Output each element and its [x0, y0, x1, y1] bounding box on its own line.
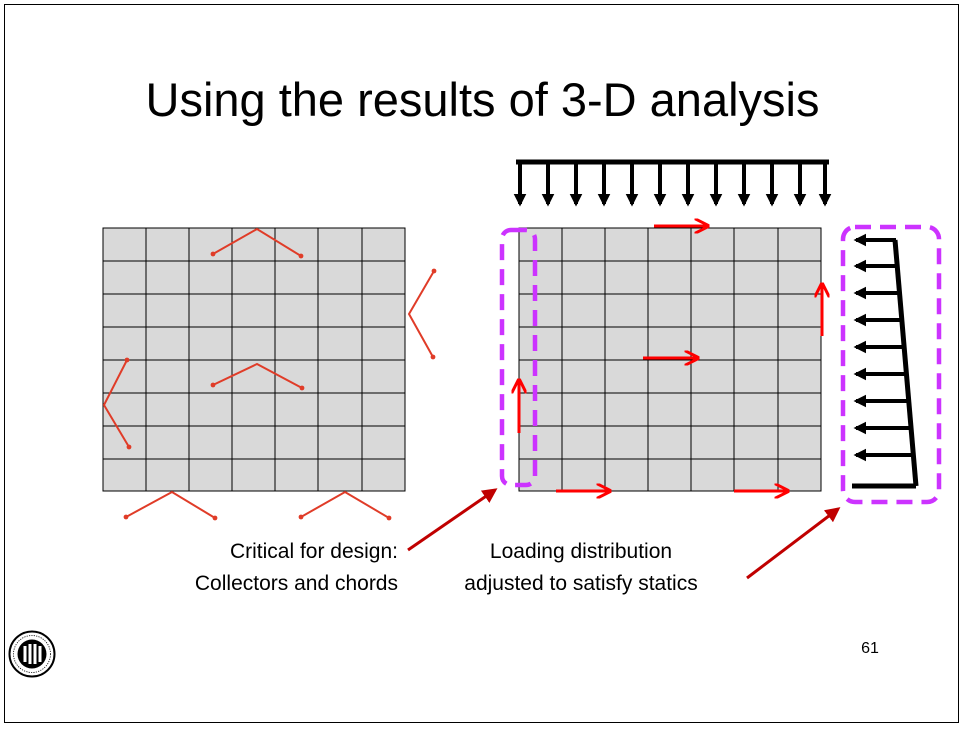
caption-pointer-arrows [407, 488, 841, 580]
right-collector-diagram [407, 270, 435, 358]
slide-title: Using the results of 3-D analysis [145, 73, 820, 126]
bottom-left-chord-diagram [125, 490, 216, 519]
caption-loading-line2: adjusted to satisfy statics [464, 572, 698, 595]
collector-diagram-endpoints [123, 251, 437, 521]
adjusted-load-arrows [852, 233, 919, 489]
load-highlight-box [840, 224, 942, 505]
uniform-load-arrows [513, 159, 832, 207]
caption-collectors-line2: Collectors and chords [194, 572, 398, 595]
bottom-right-chord-diagram [300, 490, 390, 519]
slide-frame [4, 4, 959, 723]
aisc-logo [8, 630, 56, 678]
collector-highlight-box [499, 227, 538, 488]
internal-force-arrows [519, 226, 822, 491]
caption-loading-line1: Loading distribution [489, 540, 673, 563]
caption-collectors: Critical for design: Collectors and chor… [120, 536, 398, 600]
highlight-boxes [499, 224, 942, 505]
collector-force-diagrams [102, 227, 435, 519]
left-collector-diagram [102, 359, 130, 448]
top-chord-diagram [212, 227, 302, 257]
caption-loading: Loading distribution adjusted to satisfy… [420, 536, 742, 600]
page-number: 61 [861, 640, 879, 657]
left-floor-grid [102, 227, 406, 492]
mid-chord-diagram [212, 362, 303, 389]
caption-collectors-line1: Critical for design: [229, 540, 398, 563]
